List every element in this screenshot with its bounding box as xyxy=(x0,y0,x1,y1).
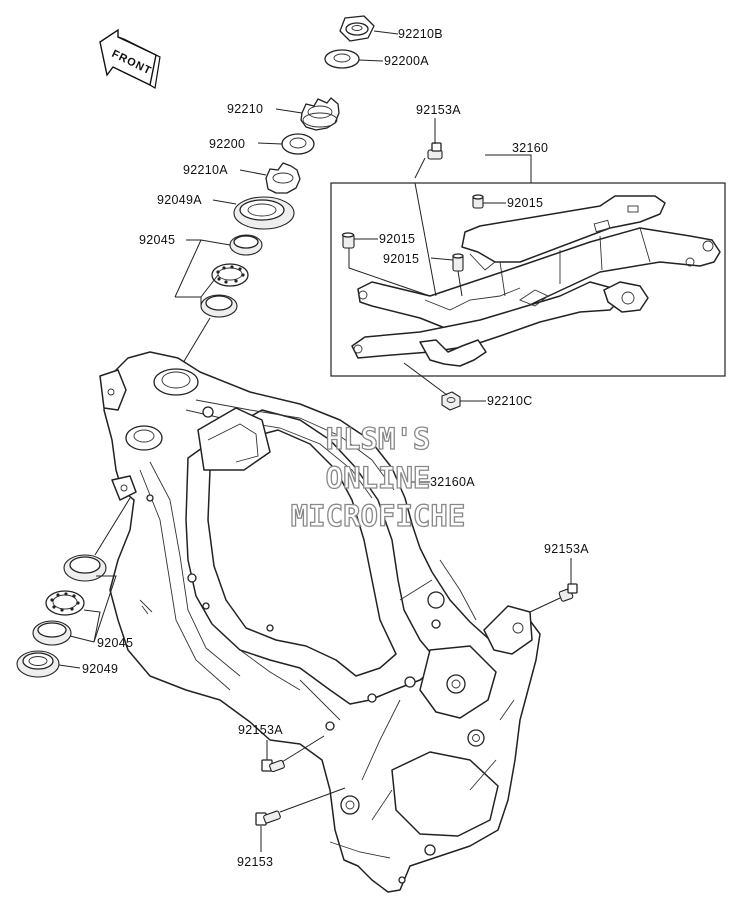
label-92210A: 92210A xyxy=(183,163,228,177)
label-32160: 32160 xyxy=(512,141,548,155)
label-92153A-top: 92153A xyxy=(416,103,461,117)
part-32160A-main-frame xyxy=(99,351,541,893)
part-92200A-washer xyxy=(324,49,360,69)
part-92210A-nut xyxy=(265,162,301,194)
label-92153A-right: 92153A xyxy=(544,542,589,556)
label-92200: 92200 xyxy=(209,137,245,151)
label-92153: 92153 xyxy=(237,855,273,869)
part-92015-plug-left xyxy=(341,232,355,249)
front-arrow-icon: FRONT xyxy=(99,28,161,89)
label-92045-top: 92045 xyxy=(139,233,175,247)
part-92210B-nut xyxy=(339,15,375,42)
label-92049: 92049 xyxy=(82,662,118,676)
label-92015-center: 92015 xyxy=(383,252,419,266)
label-92200A: 92200A xyxy=(384,54,429,68)
label-92049A: 92049A xyxy=(157,193,202,207)
label-92153A-bottom: 92153A xyxy=(238,723,283,737)
part-92045-bearing-lower xyxy=(32,554,107,646)
part-92153A-bolt-top xyxy=(427,142,443,160)
label-92210C: 92210C xyxy=(487,394,533,408)
part-92045-bearing-upper xyxy=(200,234,263,318)
part-92049-seal-lower xyxy=(16,650,60,678)
label-92210: 92210 xyxy=(227,102,263,116)
part-92153A-bolt-right xyxy=(558,583,578,602)
watermark-line-2: ONLINE xyxy=(326,461,431,495)
watermark-line-1: HLSM'S xyxy=(326,422,431,456)
watermark-line-3: MICROFICHE xyxy=(291,499,466,533)
part-32160-rear-subframe xyxy=(351,195,721,367)
part-92153A-bolt-bottom xyxy=(261,759,285,773)
part-92210C-nut xyxy=(441,391,461,411)
label-92015-right: 92015 xyxy=(507,196,543,210)
watermark: HLSM'S ONLINE MICROFICHE xyxy=(290,421,466,533)
subframe-inset-box xyxy=(330,182,726,377)
part-92153-bolt xyxy=(255,810,281,826)
part-92210-locknut xyxy=(300,97,340,131)
label-92210B: 92210B xyxy=(398,27,443,41)
part-92015-plug-center xyxy=(452,253,464,272)
part-92200-washer xyxy=(281,133,315,155)
part-92049A-seal xyxy=(233,196,295,230)
label-92015-left: 92015 xyxy=(379,232,415,246)
part-92015-plug-right xyxy=(472,194,484,209)
label-32160A: 32160A xyxy=(430,475,475,489)
label-92045-bottom: 92045 xyxy=(97,636,133,650)
